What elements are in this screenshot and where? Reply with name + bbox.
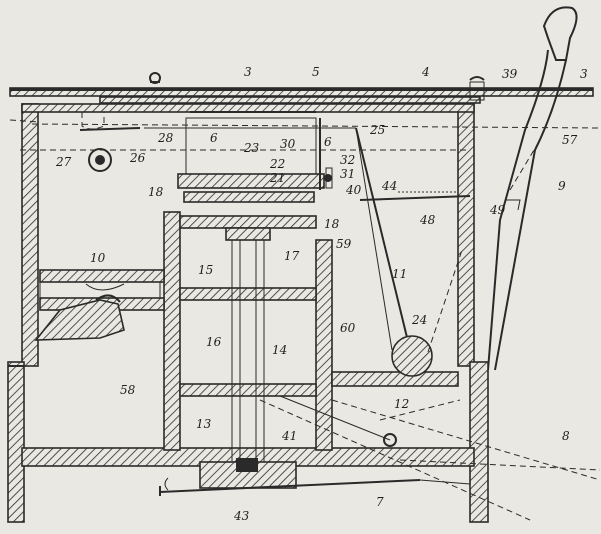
label-13: 13 bbox=[196, 417, 212, 431]
label-28: 28 bbox=[157, 131, 174, 145]
bottom-linkage bbox=[159, 477, 471, 496]
label-6a: 6 bbox=[210, 131, 218, 145]
cord-system bbox=[79, 112, 471, 377]
label-39: 39 bbox=[502, 67, 518, 81]
housing bbox=[7, 103, 489, 523]
label-12: 12 bbox=[394, 397, 409, 411]
label-9: 9 bbox=[558, 179, 566, 193]
label-22: 22 bbox=[269, 157, 285, 171]
label-6b: 6 bbox=[324, 135, 332, 149]
reference-lines bbox=[9, 119, 601, 521]
label-10: 10 bbox=[90, 251, 106, 265]
top-bar bbox=[9, 72, 594, 104]
label-44: 44 bbox=[381, 179, 397, 193]
label-18b: 18 bbox=[324, 217, 340, 231]
label-17: 17 bbox=[284, 249, 300, 263]
label-41: 41 bbox=[281, 429, 297, 443]
label-5: 5 bbox=[312, 65, 320, 79]
label-15: 15 bbox=[198, 263, 213, 277]
label-7: 7 bbox=[376, 495, 384, 509]
label-3a: 3 bbox=[244, 65, 252, 79]
label-24: 24 bbox=[411, 313, 427, 327]
mold-box bbox=[34, 281, 161, 341]
label-23: 23 bbox=[243, 141, 260, 155]
label-58: 58 bbox=[120, 383, 136, 397]
label-18a: 18 bbox=[148, 185, 164, 199]
label-8: 8 bbox=[562, 429, 570, 443]
label-11: 11 bbox=[392, 267, 407, 281]
part-labels: 3 5 4 39 3 28 26 27 6 23 30 6 25 57 32 3… bbox=[55, 65, 588, 523]
label-40: 40 bbox=[345, 183, 362, 197]
label-30: 30 bbox=[280, 137, 296, 151]
label-60: 60 bbox=[340, 321, 356, 335]
label-26: 26 bbox=[129, 151, 146, 165]
label-43: 43 bbox=[233, 509, 250, 523]
label-57: 57 bbox=[562, 133, 578, 147]
label-27: 27 bbox=[55, 155, 72, 169]
label-21: 21 bbox=[269, 171, 285, 185]
label-48: 48 bbox=[419, 213, 436, 227]
label-32: 32 bbox=[340, 153, 355, 167]
label-25: 25 bbox=[369, 123, 385, 137]
label-16: 16 bbox=[206, 335, 222, 349]
label-49: 49 bbox=[489, 203, 506, 217]
label-4: 4 bbox=[421, 65, 430, 79]
label-59: 59 bbox=[336, 237, 352, 251]
central-piston bbox=[177, 111, 325, 489]
lever-handle bbox=[487, 6, 578, 371]
label-3b: 3 bbox=[580, 67, 588, 81]
label-31: 31 bbox=[340, 167, 355, 181]
label-14: 14 bbox=[272, 343, 287, 357]
